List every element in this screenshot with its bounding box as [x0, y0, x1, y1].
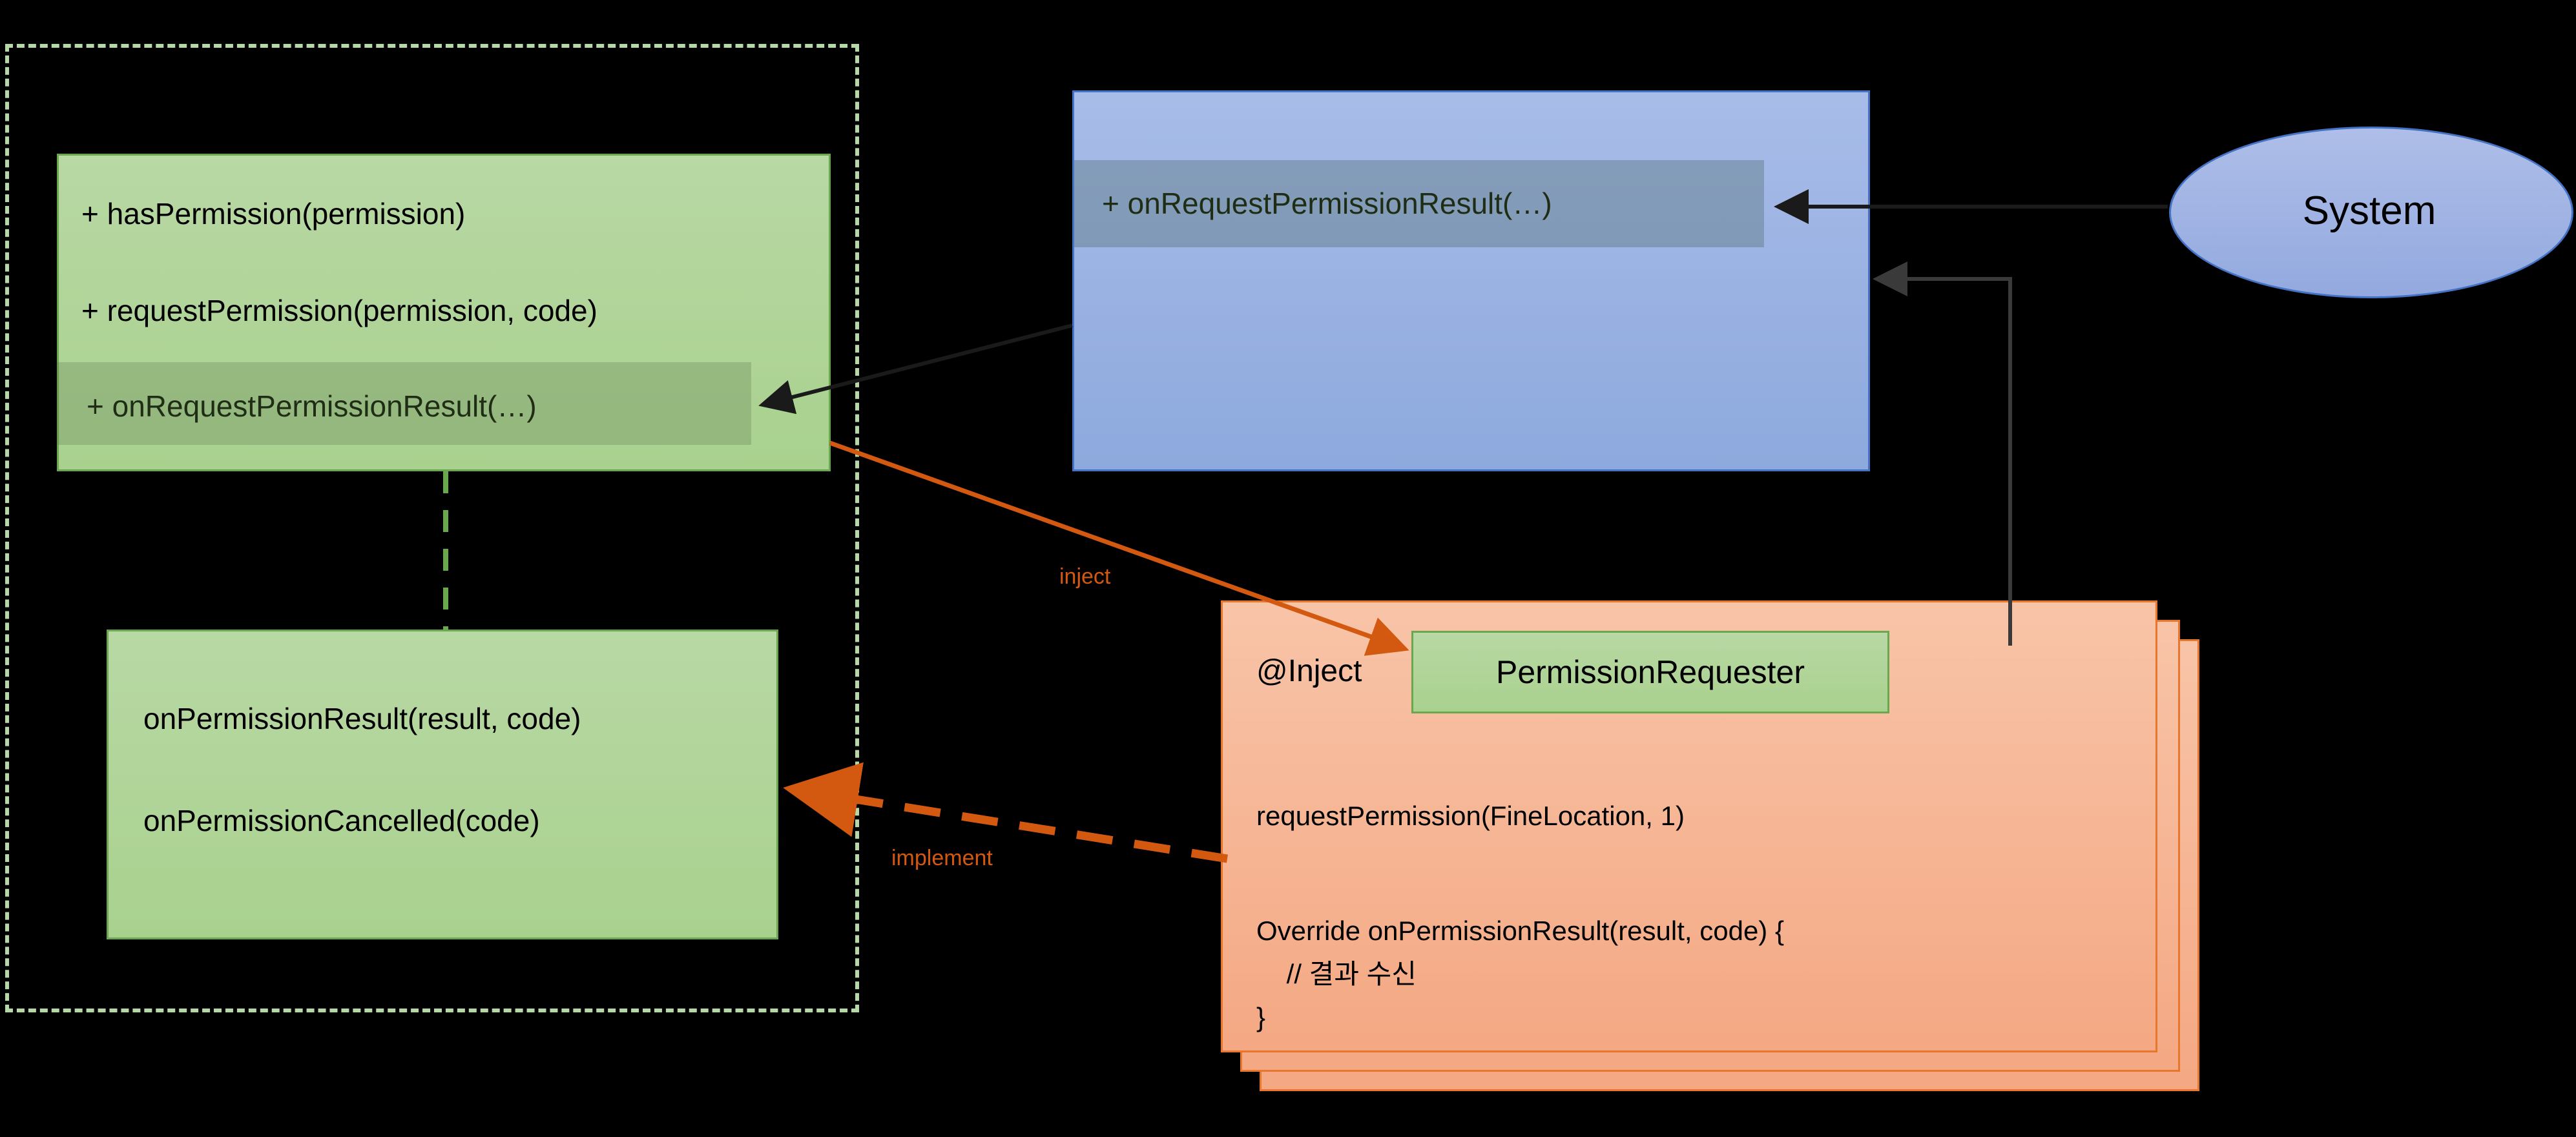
- system-actor-label-wrap: System: [2169, 127, 2570, 294]
- client-code-line-4: }: [1256, 1002, 1266, 1032]
- client-code-line-3: // 결과 수신: [1256, 959, 1417, 989]
- client-code-line-0: requestPermission(FineLocation, 1): [1256, 801, 1685, 831]
- relation-implement-label: implement: [891, 846, 993, 870]
- permission-api-method-1: + requestPermission(permission, code): [81, 294, 597, 327]
- relation-inject-label: inject: [1059, 564, 1111, 589]
- system-actor-label: System: [2302, 188, 2436, 233]
- permission-api-class-box[interactable]: [57, 154, 831, 471]
- activity-highlight-row: [1074, 160, 1764, 247]
- client-code-line-2: Override onPermissionResult(result, code…: [1256, 916, 1784, 946]
- permission-callback-method-0: onPermissionResult(result, code): [143, 702, 581, 735]
- permission-api-highlight-row: [57, 362, 751, 445]
- activity-class-box[interactable]: [1072, 90, 1870, 471]
- permission-api-method-2: + onRequestPermissionResult(…): [87, 389, 537, 423]
- permission-api-method-0: + hasPermission(permission): [81, 197, 466, 230]
- inject-annotation-label: @Inject: [1256, 654, 1362, 688]
- client-to-activity-elbow-arrow: [1873, 261, 2012, 646]
- system-actor-ellipse[interactable]: [2169, 127, 2573, 298]
- permission-requester-chip-label: PermissionRequester: [1496, 654, 1805, 690]
- permission-callback-method-1: onPermissionCancelled(code): [143, 804, 540, 837]
- activity-method-0: + onRequestPermissionResult(…): [1102, 187, 1552, 220]
- permission-requester-chip[interactable]: PermissionRequester: [1411, 631, 1889, 713]
- permission-callback-class-box[interactable]: [107, 630, 778, 939]
